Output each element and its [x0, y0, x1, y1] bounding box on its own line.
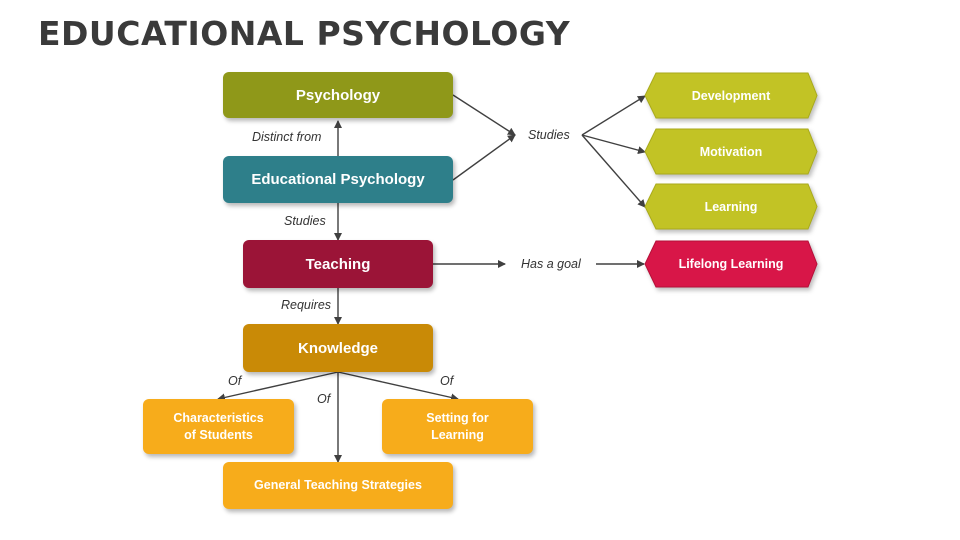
hex-shape	[644, 128, 818, 175]
node-educational-psychology-label: Educational Psychology	[251, 171, 425, 188]
hex-shape	[644, 72, 818, 119]
label-studies-right: Studies	[528, 128, 570, 142]
edge-of-right	[337, 371, 459, 402]
node-development: Development	[644, 72, 818, 119]
label-has-goal: Has a goal	[521, 257, 581, 271]
label-of-left: Of	[228, 374, 242, 388]
node-characteristics-label: Characteristics of Students	[173, 410, 264, 442]
label-requires: Requires	[281, 298, 332, 312]
label-of-center: Of	[317, 392, 331, 406]
edge-studies-motivation	[581, 134, 646, 155]
edge-psychology-studies	[452, 94, 516, 136]
node-setting-label: Setting for Learning	[426, 410, 489, 442]
edge-edpsych-studies	[452, 134, 516, 181]
edge-studies-learning	[581, 134, 646, 208]
node-general-teaching-strategies: General Teaching Strategies	[223, 462, 453, 509]
hex-shape	[644, 240, 818, 288]
hex-shape	[644, 183, 818, 230]
page-title: EDUCATIONAL PSYCHOLOGY	[38, 14, 571, 53]
node-educational-psychology: Educational Psychology	[223, 156, 453, 203]
label-of-right: Of	[440, 374, 454, 388]
node-learning: Learning	[644, 183, 818, 230]
edge-of-left	[217, 371, 339, 402]
node-characteristics-of-students: Characteristics of Students	[143, 399, 294, 454]
node-knowledge-label: Knowledge	[297, 339, 378, 357]
node-motivation-label: Motivation	[699, 144, 763, 159]
node-teaching-label: Teaching	[305, 255, 371, 273]
node-knowledge: Knowledge	[243, 324, 433, 372]
node-lifelong-learning: Lifelong Learning	[644, 240, 818, 288]
label-distinct-from: Distinct from	[252, 130, 322, 144]
label-studies-left: Studies	[284, 214, 326, 228]
node-lifelong-learning-label: Lifelong Learning	[678, 257, 784, 271]
node-motivation: Motivation	[644, 128, 818, 175]
node-psychology-label: Psychology	[295, 86, 381, 104]
edge-studies-development	[581, 95, 646, 136]
node-strategies-label: General Teaching Strategies	[254, 478, 422, 492]
node-setting-for-learning: Setting for Learning	[382, 399, 533, 454]
node-development-label: Development	[691, 88, 771, 103]
node-teaching: Teaching	[243, 240, 433, 288]
node-learning-label: Learning	[704, 199, 758, 214]
node-psychology: Psychology	[223, 72, 453, 118]
